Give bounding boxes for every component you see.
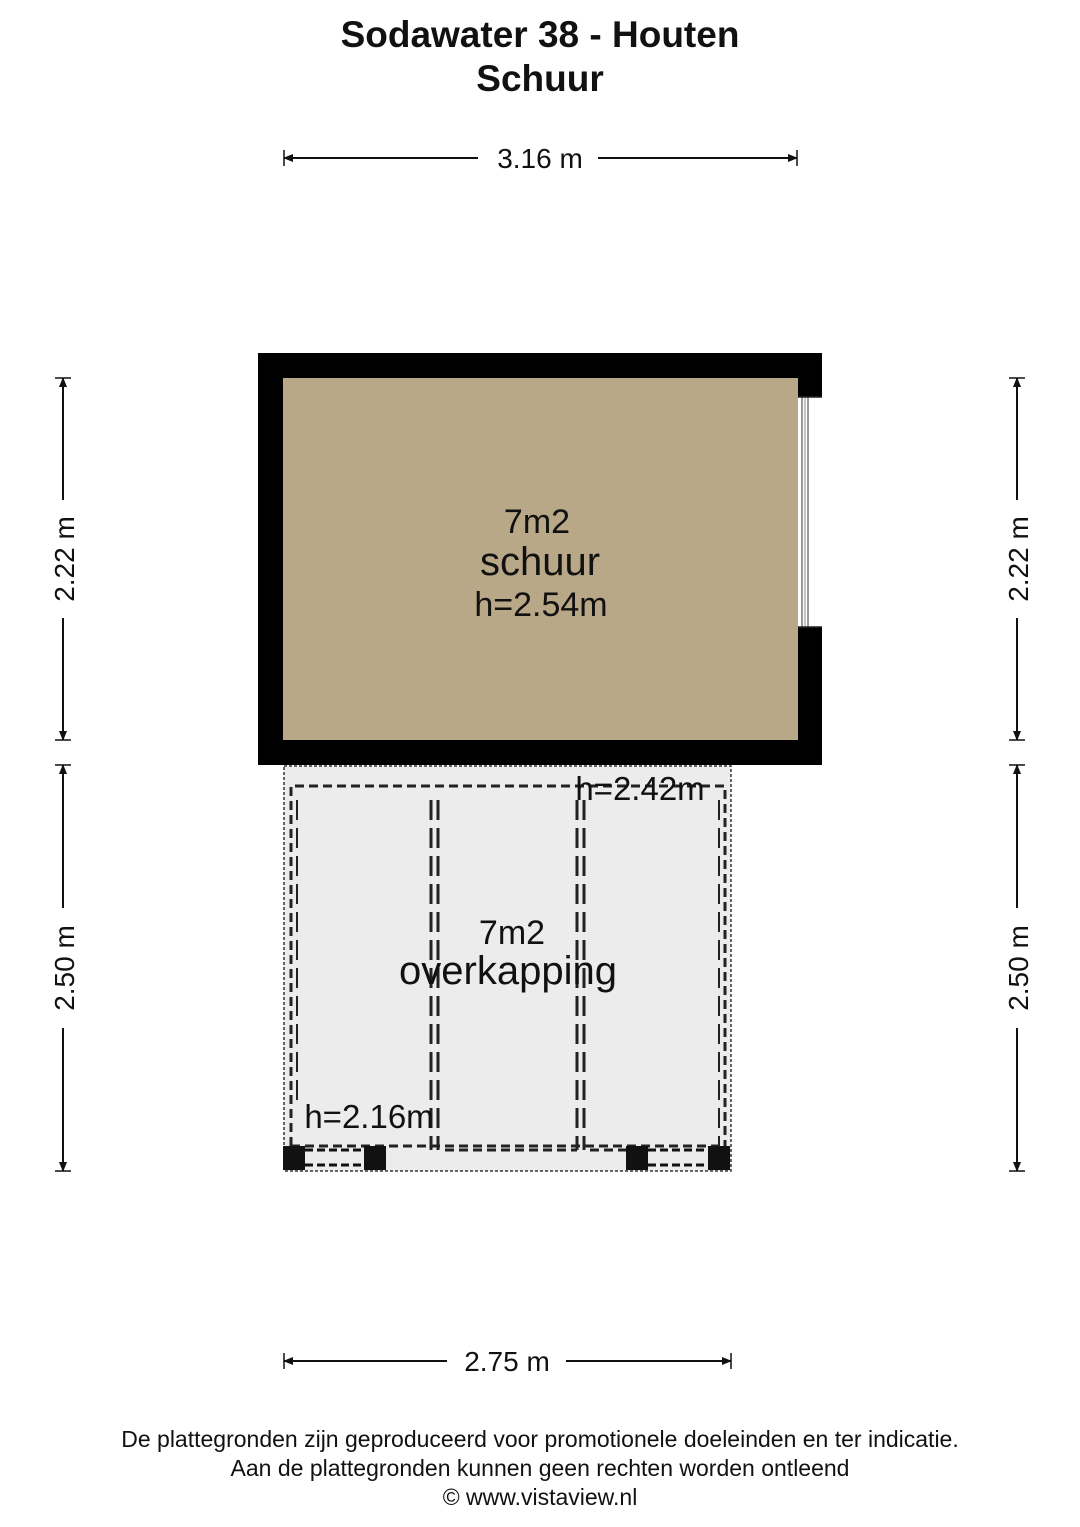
dimension-top-label: 3.16 m (497, 143, 583, 174)
dimension-right-upper-label: 2.22 m (1003, 516, 1034, 602)
disclaimer-line-1: De plattegronden zijn geproduceerd voor … (121, 1426, 959, 1452)
shed-floor (283, 378, 798, 740)
dimension-left-upper-label: 2.22 m (49, 516, 80, 602)
dimension-left: 2.22 m 2.50 m (49, 377, 80, 1172)
copyright-line: © www.vistaview.nl (442, 1484, 638, 1510)
dimension-bottom-label: 2.75 m (464, 1346, 550, 1377)
room-overkapping: h=2.42m 7m2 overkapping h=2.16m (283, 765, 732, 1172)
dimension-bottom: 2.75 m (283, 1346, 732, 1377)
post-right-b (708, 1146, 730, 1170)
shed-area: 7m2 (504, 503, 570, 541)
canopy-height-top: h=2.42m (575, 770, 704, 807)
dimension-left-lower-label: 2.50 m (49, 925, 80, 1011)
canopy-area: 7m2 (479, 914, 545, 952)
page-subtitle: Schuur (476, 58, 604, 99)
dimension-right: 2.22 m 2.50 m (1003, 377, 1034, 1172)
room-schuur: 7m2 schuur h=2.54m (258, 353, 822, 765)
dimension-right-lower-label: 2.50 m (1003, 925, 1034, 1011)
disclaimer-line-2: Aan de plattegronden kunnen geen rechten… (230, 1455, 850, 1481)
post-right-a (626, 1146, 648, 1170)
page-title: Sodawater 38 - Houten (340, 14, 740, 55)
shed-name: schuur (480, 540, 600, 584)
post-left-b (364, 1146, 386, 1170)
canopy-name: overkapping (399, 949, 617, 993)
post-left-a (283, 1146, 305, 1170)
canopy-height-bottom: h=2.16m (304, 1098, 433, 1135)
dimension-top: 3.16 m (283, 143, 798, 174)
canopy-floor (283, 765, 732, 1172)
shed-height: h=2.54m (474, 586, 607, 624)
